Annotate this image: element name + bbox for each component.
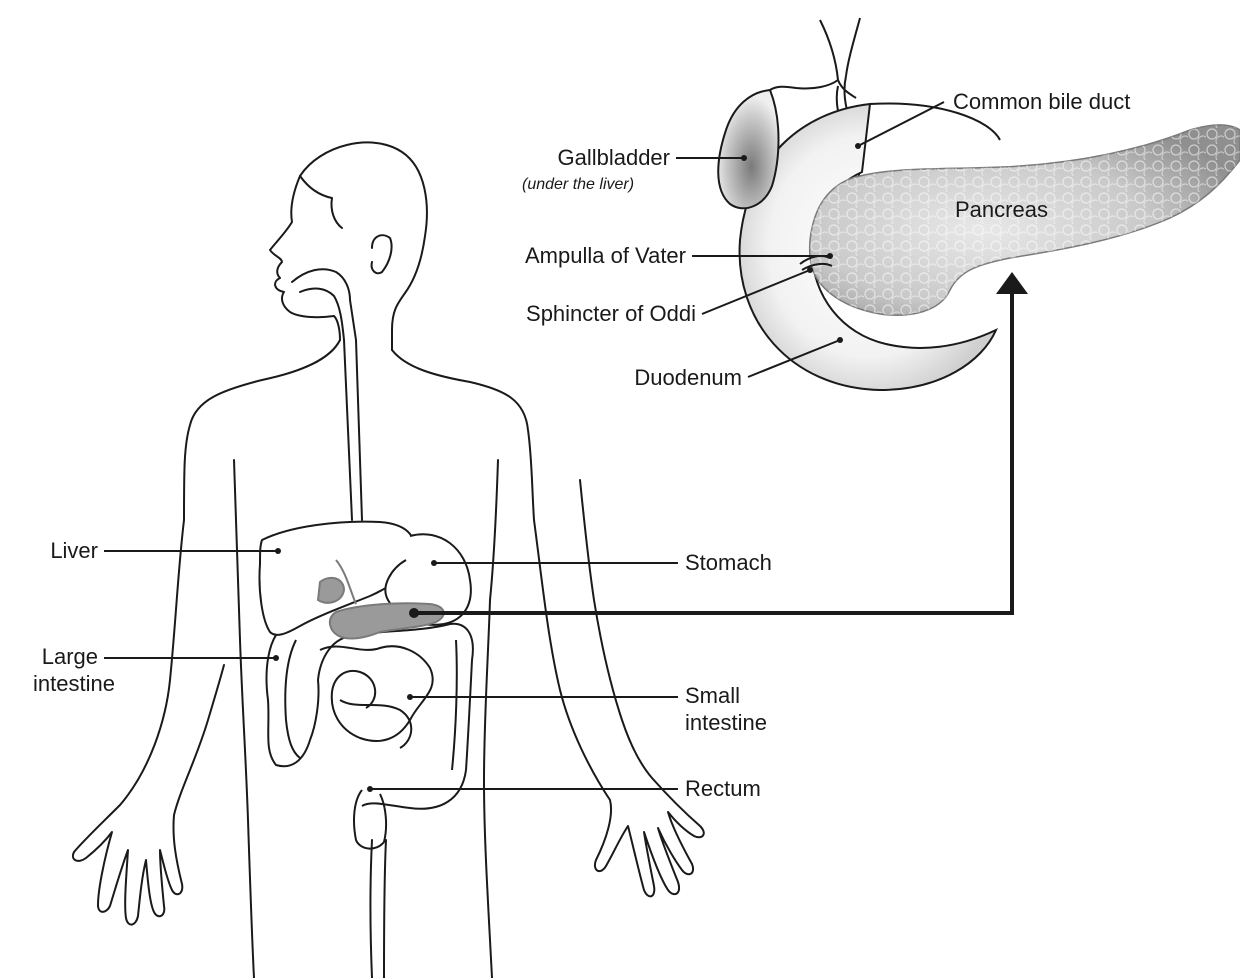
rectum-organ (354, 790, 386, 849)
label-sphincter-of-oddi: Sphincter of Oddi (470, 302, 696, 326)
label-large-intestine-line1: Large (0, 645, 98, 669)
label-duodenum: Duodenum (560, 366, 742, 390)
label-common-bile-duct: Common bile duct (953, 90, 1130, 114)
pancreas-marker-dot (409, 608, 419, 618)
ear (372, 235, 392, 273)
small-intestine (320, 646, 433, 741)
pancreas-organ (330, 603, 444, 638)
zoom-arrow-head (996, 272, 1028, 294)
organs (259, 522, 472, 849)
label-large-intestine-line2: intestine (0, 672, 115, 696)
right-shoulder (392, 350, 534, 520)
gallbladder-detail (718, 90, 778, 208)
label-pancreas: Pancreas (955, 198, 1048, 222)
label-stomach: Stomach (685, 551, 772, 575)
label-gallbladder: Gallbladder (520, 146, 670, 170)
label-liver: Liver (0, 539, 98, 563)
label-rectum: Rectum (685, 777, 761, 801)
label-small-intestine-line1: Small (685, 684, 740, 708)
head-outline (300, 142, 427, 350)
left-shoulder (184, 340, 340, 520)
label-small-intestine-line2: intestine (685, 711, 767, 735)
label-ampulla-of-vater: Ampulla of Vater (470, 244, 686, 268)
large-intestine (267, 624, 473, 809)
label-gallbladder-note: (under the liver) (522, 176, 634, 194)
face-profile (270, 176, 340, 340)
gallbladder-organ (318, 578, 344, 603)
